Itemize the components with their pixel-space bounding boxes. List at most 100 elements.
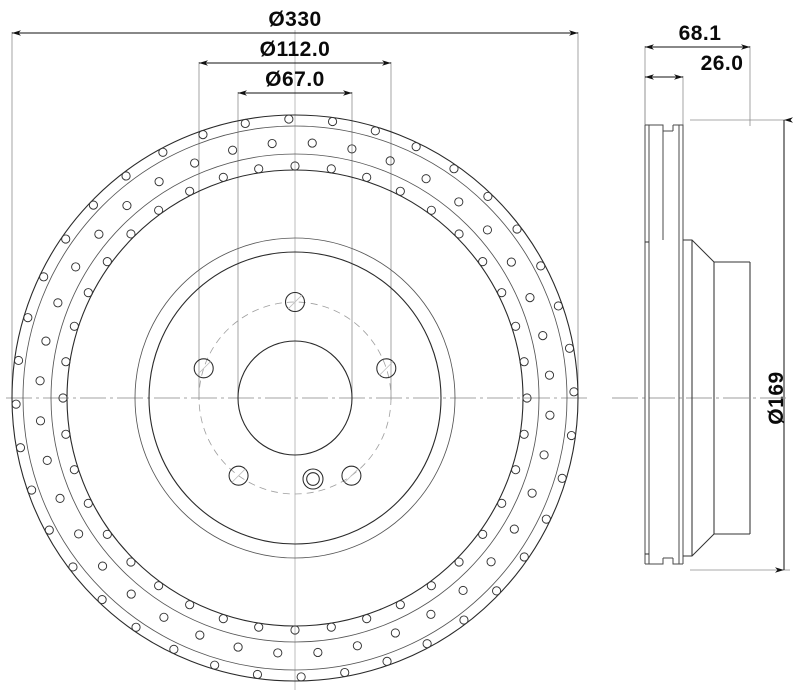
drilled-hole — [370, 126, 380, 136]
drilled-hole — [252, 669, 263, 680]
drilled-hole — [569, 387, 579, 397]
drilled-hole — [55, 493, 65, 503]
drilled-hole — [422, 639, 432, 649]
drilled-hole — [519, 357, 529, 367]
drilled-hole — [58, 393, 68, 403]
bolt-hole-scribe — [344, 468, 359, 483]
front-view-centerlines — [6, 30, 590, 690]
drilled-hole — [449, 164, 459, 174]
bolt-hole-scribe — [287, 294, 303, 310]
drilled-hole — [352, 641, 362, 651]
drilled-hole — [539, 450, 549, 460]
drilled-hole — [347, 144, 357, 154]
drilled-hole — [511, 321, 521, 331]
drilled-hole — [395, 186, 405, 196]
dim-text-overall-height: 68.1 — [679, 22, 722, 45]
drilled-hole — [154, 205, 164, 215]
drilled-hole — [426, 609, 436, 619]
front-view: Ø330 Ø112.0 Ø67.0 — [6, 8, 590, 690]
bolt-hole — [341, 465, 362, 486]
drilled-hole — [395, 600, 405, 610]
bolt-hole-scribe — [231, 468, 246, 483]
drilled-hole — [512, 224, 522, 234]
drilled-hole — [190, 158, 200, 168]
drilled-hole — [102, 529, 112, 539]
circle-hat-wall — [148, 251, 442, 545]
drilled-hole — [69, 321, 79, 331]
side-dimension-lines — [645, 44, 793, 573]
side-profile-hat — [645, 239, 751, 557]
guide-pin-outer-circle — [302, 468, 324, 490]
drilled-hole — [492, 586, 502, 596]
drilled-hole — [486, 557, 496, 567]
drilled-hole — [497, 288, 507, 298]
drilled-hole — [158, 147, 168, 157]
drilled-hole — [11, 399, 21, 409]
drilled-hole — [454, 197, 464, 207]
drilled-hole — [159, 612, 169, 622]
drilled-hole — [44, 525, 54, 535]
drilled-hole — [88, 200, 98, 210]
side-profile-lower — [645, 557, 683, 565]
drilled-hole — [97, 595, 107, 605]
drilled-hole — [557, 473, 567, 483]
drilled-hole — [169, 644, 179, 654]
bolt-hole-group — [193, 291, 397, 486]
circle-bolt-pitch — [198, 301, 392, 495]
drilled-hole — [41, 336, 51, 346]
drilled-hole — [426, 581, 436, 591]
drilled-hole — [154, 177, 164, 187]
hat-chamfer-top — [683, 239, 750, 263]
drilled-hole — [94, 229, 104, 239]
drilled-hole — [326, 622, 336, 632]
drilled-hole — [35, 416, 46, 426]
side-extension-lines — [644, 46, 790, 571]
bolt-hole — [193, 358, 214, 379]
drilled-hole — [254, 164, 264, 174]
bolt-hole-scribe — [379, 361, 394, 376]
drilled-hole — [154, 581, 164, 591]
drilled-hole — [421, 174, 431, 184]
drilled-hole — [382, 656, 392, 666]
guide-pin-inner-circle — [306, 472, 320, 486]
drilled-hole — [74, 529, 84, 539]
drilled-hole — [411, 142, 421, 152]
drilled-hole — [61, 429, 71, 439]
drilled-hole — [525, 293, 535, 303]
drilled-hole — [61, 234, 71, 244]
drilled-hole — [195, 630, 205, 640]
front-extension-lines — [11, 32, 579, 400]
circle-hat-outer — [134, 237, 456, 559]
drilled-hole-group — [11, 114, 579, 682]
drilled-hole — [121, 171, 131, 181]
drilled-hole — [340, 667, 350, 678]
drilled-hole — [39, 272, 49, 282]
drilled-hole — [68, 562, 78, 572]
drilled-hole — [290, 161, 300, 171]
drilled-hole — [553, 301, 563, 311]
bolt-hole — [228, 465, 249, 486]
circle-center-bore — [237, 340, 353, 456]
bolt-hole — [376, 358, 397, 379]
drilled-hole — [390, 628, 400, 638]
drilled-hole — [385, 156, 395, 166]
drilled-hole — [53, 298, 63, 308]
drilled-hole — [459, 615, 469, 625]
bolt-hole-scribe — [196, 361, 211, 376]
drilled-hole — [254, 622, 264, 632]
drilled-hole — [210, 660, 220, 670]
drilled-hole — [218, 614, 228, 624]
ring-right-bottom — [672, 558, 683, 565]
drilled-hole — [273, 648, 283, 658]
drilled-hole — [541, 514, 551, 524]
drilled-hole — [102, 257, 112, 267]
drilled-hole — [454, 229, 464, 239]
drilled-hole — [497, 498, 507, 508]
drilled-hole — [519, 552, 529, 562]
drilled-hole — [566, 430, 577, 441]
dim-text-bolt-circle: Ø112.0 — [260, 38, 331, 61]
drilled-hole — [478, 529, 488, 539]
